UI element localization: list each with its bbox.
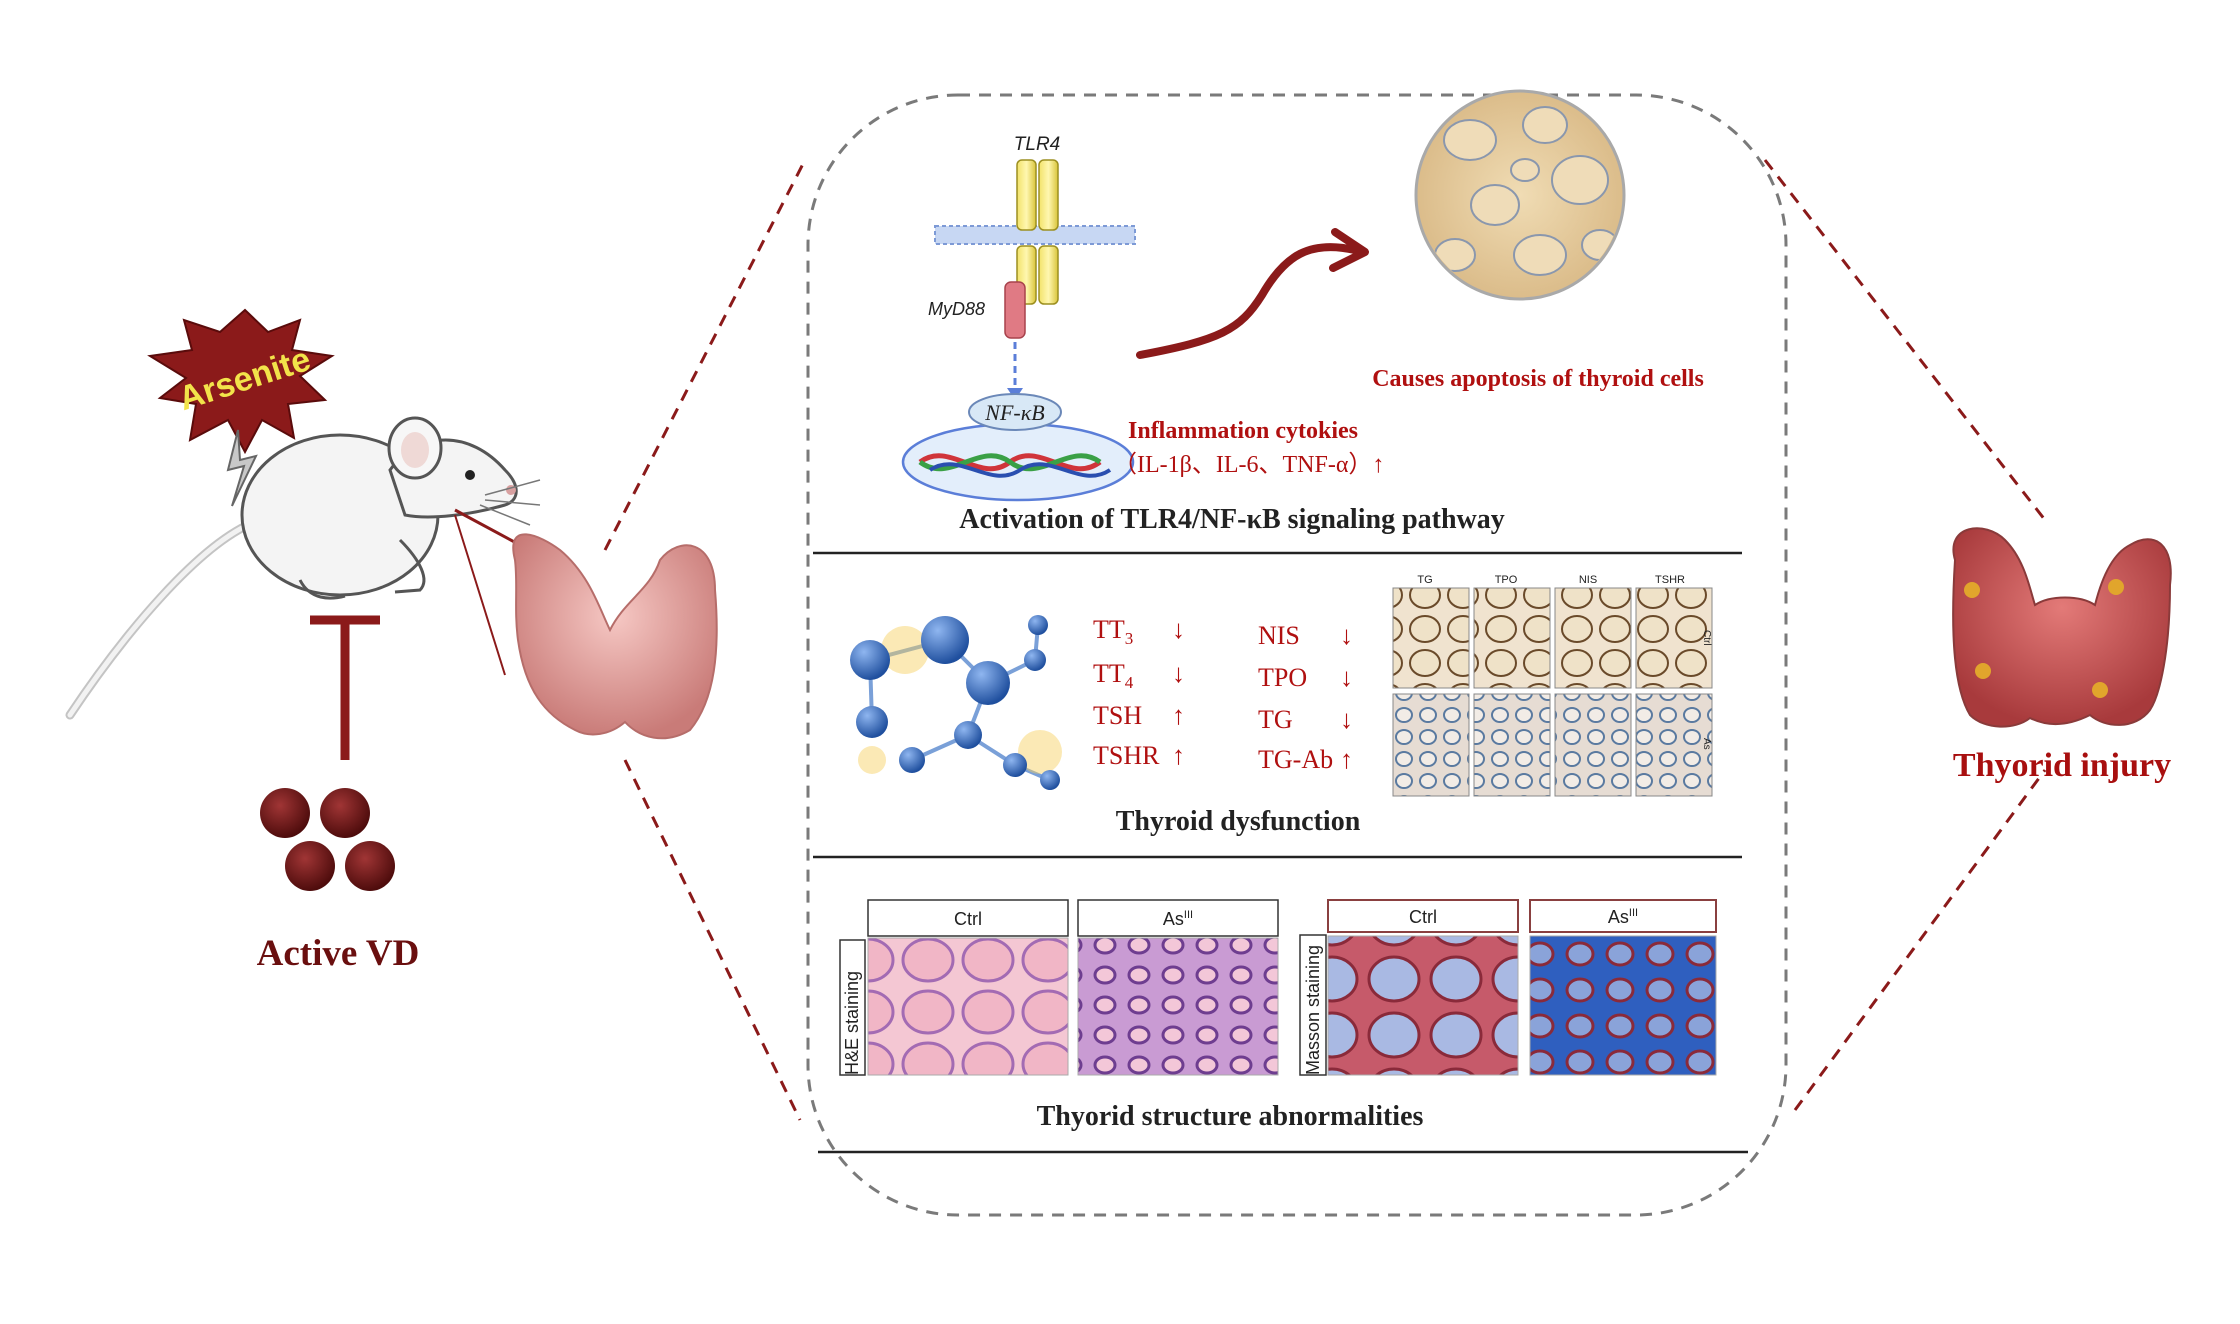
hormone-markers-right: NIS ↓ TPO ↓ TG ↓ TG-Ab ↑	[1258, 621, 1353, 774]
inhibition-symbol	[310, 615, 380, 760]
myd88-adaptor	[1004, 281, 1026, 339]
mouse-to-thyroid-line-2	[454, 514, 506, 676]
marker-tt3-arrow: ↓	[1172, 615, 1185, 644]
marker-tgab: TG-Ab	[1258, 745, 1333, 774]
hormone-markers-left: TT3 ↓ TT4 ↓ TSH ↑ TSHR ↑	[1093, 615, 1185, 770]
apoptosis-label: Causes apoptosis of thyroid cells	[1372, 366, 1704, 392]
marker-tg: TG	[1258, 705, 1293, 734]
ihc-col-nis: NIS	[1579, 574, 1597, 586]
marker-tt4-arrow: ↓	[1172, 659, 1185, 688]
apoptotic-tissue-image	[1414, 89, 1626, 301]
ihc-grid: TG TPO NIS TSHR Ctrl As	[1390, 568, 1720, 800]
marker-tshr-arrow: ↑	[1172, 741, 1185, 770]
masson-staining-panel: Masson staining Ctrl AsIII	[1299, 899, 1717, 1076]
masson-label: Masson staining	[1303, 945, 1323, 1075]
panel3-caption: Thyorid structure abnormalities	[1037, 1101, 1424, 1132]
he-label: H&E staining	[842, 971, 862, 1075]
nucleus-dna	[901, 422, 1135, 502]
he-as-label: AsIII	[1163, 909, 1193, 929]
mouse-to-thyroid-line	[454, 508, 521, 547]
marker-tsh: TSH	[1093, 701, 1142, 730]
marker-tgab-arrow: ↑	[1340, 745, 1353, 774]
ihc-row-as: As	[1701, 738, 1712, 750]
apoptosis-arrow	[1136, 243, 1359, 359]
tlr4-label: TLR4	[1014, 134, 1060, 155]
tlr4-receptor	[1016, 159, 1059, 305]
cytokines-title: Inflammation cytokies	[1128, 418, 1358, 444]
masson-ctrl-label: Ctrl	[1409, 907, 1437, 927]
marker-tg-arrow: ↓	[1340, 705, 1353, 734]
vd-label: Active VD	[257, 933, 420, 974]
arsenite-starburst: Arsenite	[147, 308, 335, 455]
ihc-col-tpo: TPO	[1495, 574, 1518, 586]
panel2-caption: Thyroid dysfunction	[1116, 806, 1361, 837]
marker-tt3: TT3	[1093, 615, 1133, 648]
marker-nis-arrow: ↓	[1340, 621, 1353, 650]
lightning-bolt	[226, 429, 258, 507]
nfkb-complex	[968, 393, 1062, 431]
molecule-illustration	[850, 615, 1062, 790]
masson-as-label: AsIII	[1608, 907, 1638, 927]
apoptosis-arrowhead	[1329, 228, 1369, 272]
normal-thyroid	[512, 533, 718, 740]
ihc-col-tg: TG	[1417, 574, 1432, 586]
injured-thyroid	[1952, 527, 2172, 728]
mouse-illustration	[65, 416, 541, 720]
ihc-row-ctrl: Ctrl	[1701, 630, 1712, 646]
he-staining-panel: H&E staining Ctrl AsIII	[839, 899, 1279, 1076]
zoom-connectors	[603, 159, 2047, 1121]
marker-tshr: TSHR	[1093, 741, 1160, 770]
he-ctrl-label: Ctrl	[954, 909, 982, 929]
ihc-col-tshr: TSHR	[1655, 574, 1685, 586]
mechanism-panel	[806, 93, 1788, 1217]
panel1-caption: Activation of TLR4/NF-κB signaling pathw…	[959, 504, 1505, 535]
cytokines-list: （IL-1β、IL-6、TNF-α）↑	[1113, 452, 1384, 478]
nfkb-label: NF-κB	[984, 400, 1044, 425]
marker-tsh-arrow: ↑	[1172, 701, 1185, 730]
myd88-label: MyD88	[928, 299, 985, 319]
marker-tpo: TPO	[1258, 663, 1307, 692]
outcome-label: Thyorid injury	[1953, 747, 2171, 784]
marker-tt4: TT4	[1093, 659, 1134, 692]
marker-nis: NIS	[1258, 621, 1300, 650]
marker-tpo-arrow: ↓	[1340, 663, 1353, 692]
vitamin-d-pills	[260, 788, 395, 891]
